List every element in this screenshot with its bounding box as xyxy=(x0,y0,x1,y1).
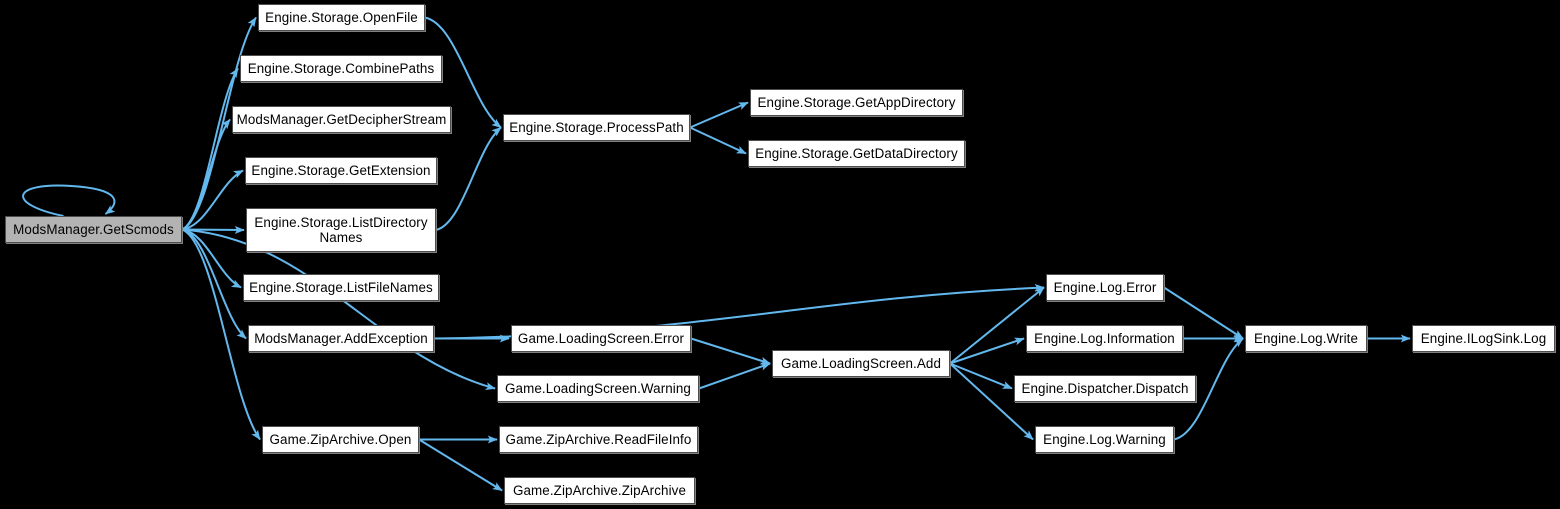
graph-node-getappdir[interactable]: Engine.Storage.GetAppDirectory xyxy=(750,89,963,116)
graph-node-getextension[interactable]: Engine.Storage.GetExtension xyxy=(245,157,437,184)
edge-lsadd-to-logwarning xyxy=(949,362,1034,441)
edge-getscmods-to-listfilenames xyxy=(181,228,242,289)
graph-node-openfile[interactable]: Engine.Storage.OpenFile xyxy=(258,4,425,31)
graph-node-combinepaths[interactable]: Engine.Storage.CombinePaths xyxy=(240,55,442,82)
edge-logwarning-to-logwrite xyxy=(1173,337,1244,441)
graph-node-logwrite[interactable]: Engine.Log.Write xyxy=(1245,325,1367,352)
edge-getscmods-to-getextension xyxy=(181,169,244,231)
edge-lswarning-to-lsadd xyxy=(698,362,771,390)
graph-node-zipreadfileinfo[interactable]: Game.ZipArchive.ReadFileInfo xyxy=(499,426,698,453)
edge-lsadd-to-dispatch xyxy=(949,362,1013,390)
graph-node-listdirnames[interactable]: Engine.Storage.ListDirectory Names xyxy=(246,208,436,252)
graph-node-loginformation[interactable]: Engine.Log.Information xyxy=(1026,325,1183,352)
edge-lsadd-to-loginformation xyxy=(949,337,1025,365)
graph-node-zipctor[interactable]: Game.ZipArchive.ZipArchive xyxy=(504,477,695,504)
edge-lserror-to-lsadd xyxy=(690,337,771,365)
edge-getscmods-to-getdecipher xyxy=(181,118,231,231)
graph-node-listfilenames[interactable]: Engine.Storage.ListFileNames xyxy=(243,274,439,301)
edge-logerror-to-logwrite xyxy=(1163,286,1244,340)
graph-node-lsadd[interactable]: Game.LoadingScreen.Add xyxy=(772,350,950,377)
edge-ziparchiveopen-to-zipctor xyxy=(418,438,503,492)
edge-listdirnames-to-processpath xyxy=(435,126,502,231)
graph-node-lserror[interactable]: Game.LoadingScreen.Error xyxy=(511,325,691,352)
graph-node-processpath[interactable]: Engine.Storage.ProcessPath xyxy=(503,114,690,141)
edge-lsadd-to-logerror xyxy=(949,286,1045,365)
edge-openfile-to-processpath xyxy=(424,16,502,129)
edge-getscmods-to-getscmods xyxy=(22,184,116,217)
graph-node-lswarning[interactable]: Game.LoadingScreen.Warning xyxy=(497,375,699,402)
graph-node-getscmods[interactable]: ModsManager.GetScmods xyxy=(5,216,182,243)
graph-node-logwarning[interactable]: Engine.Log.Warning xyxy=(1035,426,1174,453)
edge-getscmods-to-lswarning xyxy=(181,228,496,390)
edge-processpath-to-getdatadir xyxy=(689,126,747,155)
graph-node-ilogsinklog[interactable]: Engine.ILogSink.Log xyxy=(1412,325,1555,352)
edge-getscmods-to-ziparchiveopen xyxy=(181,228,261,441)
graph-node-logerror[interactable]: Engine.Log.Error xyxy=(1046,274,1164,301)
graph-node-ziparchiveopen[interactable]: Game.ZipArchive.Open xyxy=(262,426,419,453)
edge-processpath-to-getappdir xyxy=(689,101,749,129)
graph-node-addexception[interactable]: ModsManager.AddException xyxy=(248,325,434,352)
graph-node-getdecipher[interactable]: ModsManager.GetDecipherStream xyxy=(232,106,451,133)
graph-node-getdatadir[interactable]: Engine.Storage.GetDataDirectory xyxy=(748,140,965,167)
edge-getscmods-to-addexception xyxy=(181,228,247,340)
graph-node-dispatch[interactable]: Engine.Dispatcher.Dispatch xyxy=(1014,375,1196,402)
